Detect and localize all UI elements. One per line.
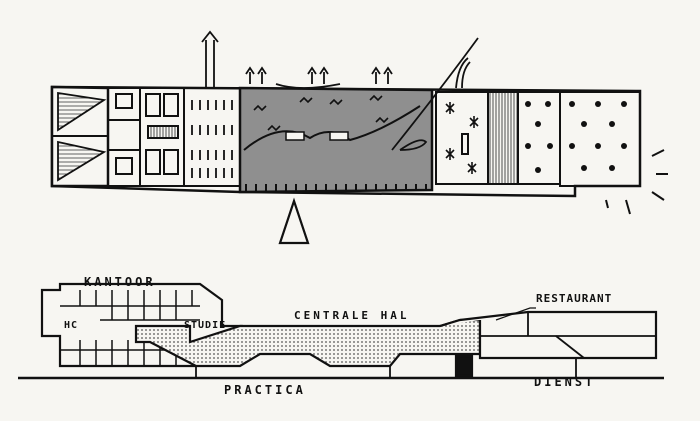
dash-block [183, 87, 241, 187]
classroom-triangles [50, 85, 110, 188]
label-centrale-hal: CENTRALE HAL [294, 309, 410, 322]
section-diagram [18, 282, 664, 380]
radiating-lines [605, 149, 668, 215]
central-hall-section [134, 318, 482, 368]
label-hc: HC [64, 320, 79, 331]
airflow-arrows [201, 30, 479, 151]
dark-block [454, 354, 474, 378]
label-dienst: DIENST [534, 375, 596, 389]
label-studie: STUDIE [184, 320, 227, 331]
entrance-triangle [278, 197, 310, 245]
rooms-block [107, 87, 141, 187]
label-restaurant: RESTAURANT [536, 292, 613, 305]
central-hall-plan [238, 86, 434, 194]
office-grid [60, 290, 200, 366]
label-kantoor: KANTOOR [84, 275, 156, 289]
plan-diagram [50, 85, 668, 215]
striped-block [487, 91, 519, 185]
dot-block [517, 91, 641, 187]
window-block [139, 87, 185, 187]
label-practica: PRACTICA [224, 383, 306, 397]
